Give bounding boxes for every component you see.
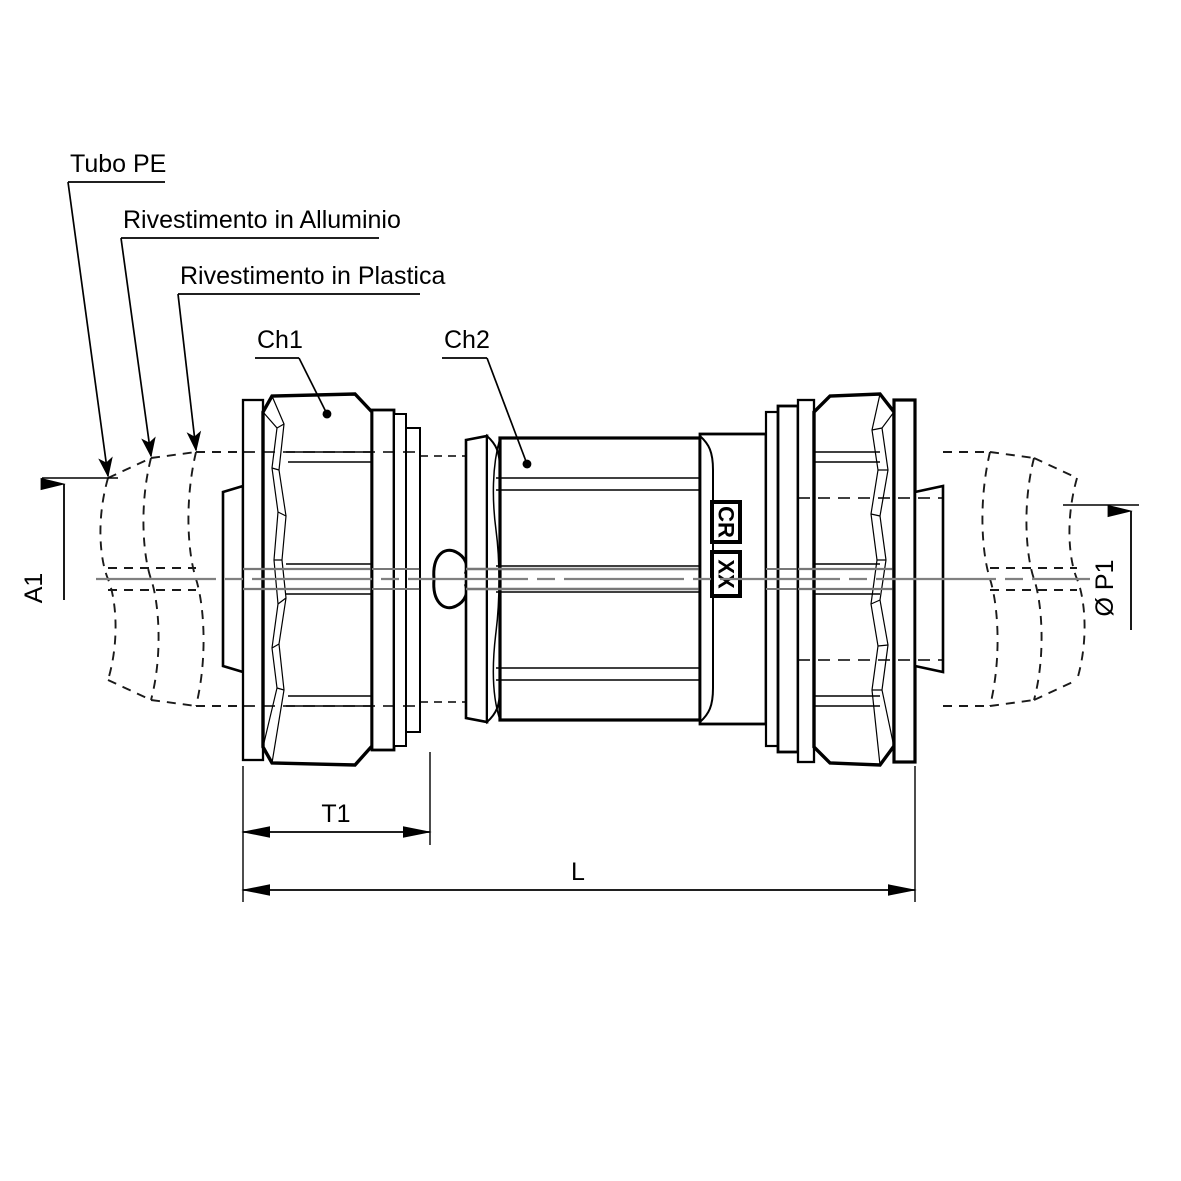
callout-labels: Tubo PE Rivestimento in Alluminio Rivest… (70, 150, 490, 354)
callout-leader-ch2 (486, 357, 532, 469)
callout-leader-riv-alluminio (120, 237, 156, 458)
dimension-label-l: L (571, 858, 585, 886)
dimension-label-t1: T1 (321, 800, 350, 828)
callout-group (67, 181, 532, 478)
dimension-a1: A1 (20, 477, 118, 604)
callout-leader-tubo-pe (67, 181, 113, 478)
callout-leader-ch1 (298, 357, 332, 419)
hidden-bore-lines (243, 451, 943, 707)
callout-label-ch1: Ch1 (257, 326, 303, 354)
logo-size-text: XX (714, 559, 739, 589)
dimension-p1: Ø P1 (1063, 504, 1139, 630)
logo-brand-text: CR (714, 506, 739, 538)
callout-label-ch2: Ch2 (444, 326, 490, 354)
dimension-label-a1: A1 (20, 573, 48, 604)
right-end-collar (892, 398, 945, 764)
callout-leader-riv-plastica (177, 293, 202, 452)
dimension-l: L (241, 766, 917, 902)
body-marking-logo: CR XX (710, 500, 742, 598)
callout-label-riv-alluminio: Rivestimento in Alluminio (123, 206, 401, 234)
callout-label-tubo-pe: Tubo PE (70, 150, 166, 178)
dimension-label-p1: Ø P1 (1091, 560, 1119, 617)
callout-label-riv-plastica: Rivestimento in Plastica (180, 262, 445, 290)
dimension-t1: T1 (241, 752, 432, 845)
